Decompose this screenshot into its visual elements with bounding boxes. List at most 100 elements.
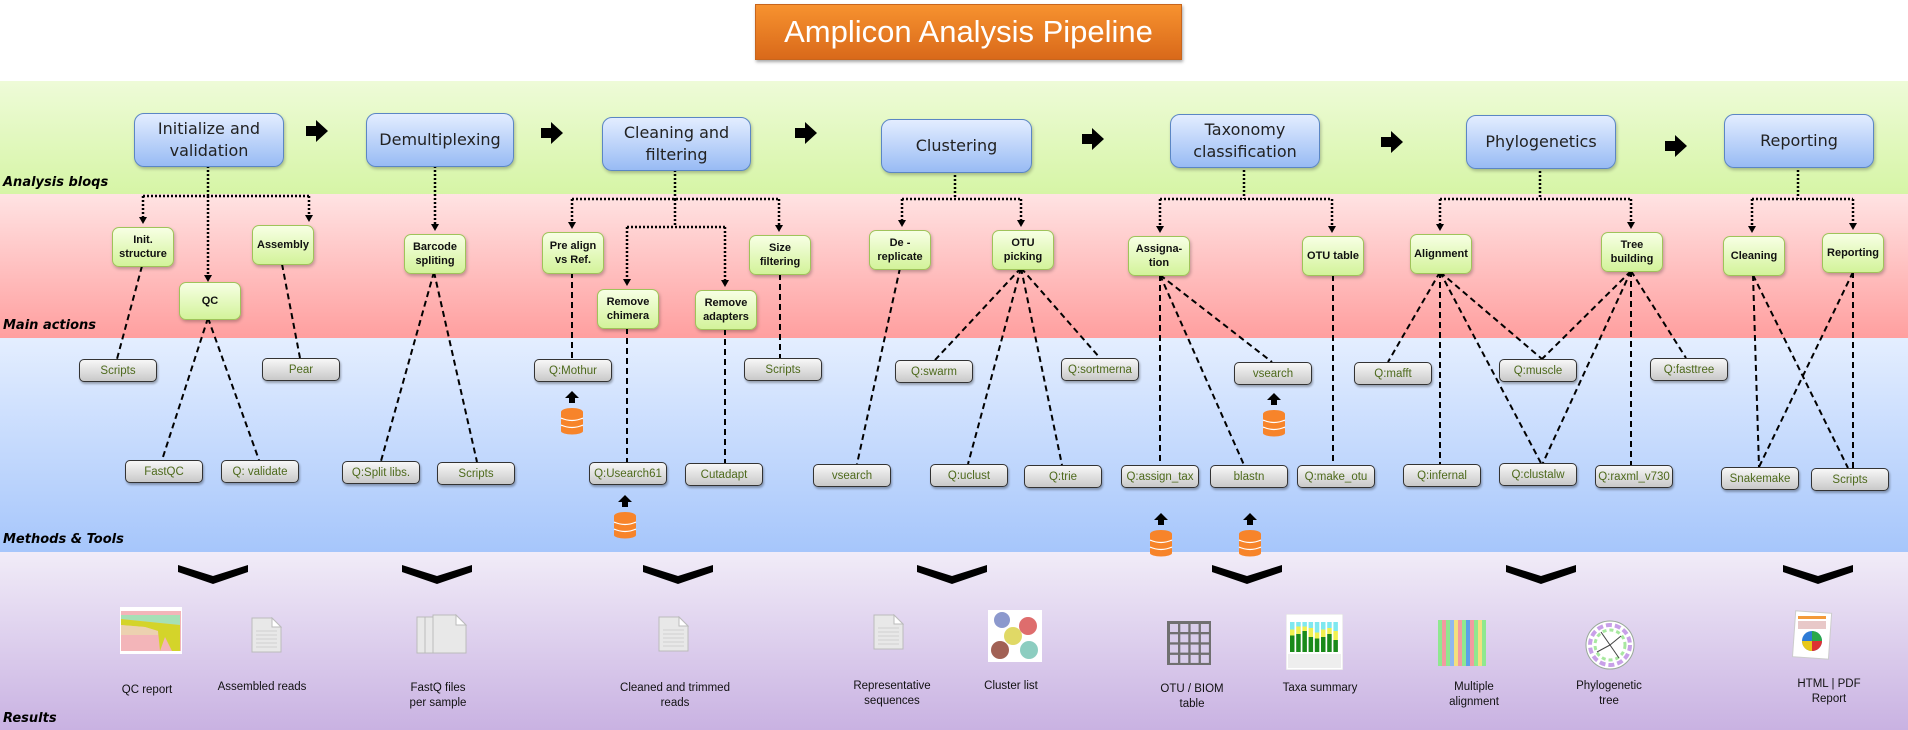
grid-cell: [1200, 624, 1209, 632]
tool-fastqc[interactable]: FastQC: [125, 460, 203, 483]
action-size-filtering[interactable]: Size filtering: [749, 235, 811, 275]
result-phylogenetic-tree: Phylogenetic tree: [1576, 680, 1642, 707]
dashed-connector: [1630, 270, 1687, 359]
tool-q-make-otu[interactable]: Q:make_otu: [1297, 465, 1375, 488]
result-fastq-files: FastQ files per sample: [409, 682, 467, 709]
taxa-bar-segment: [1321, 637, 1326, 652]
band-label-actions: Main actions: [3, 318, 97, 333]
arrowhead: [204, 275, 212, 282]
action-otu-table[interactable]: OTU table: [1302, 236, 1364, 276]
action-assignation[interactable]: Assigna- tion: [1128, 236, 1190, 276]
tool-scripts-size[interactable]: Scripts: [744, 358, 822, 381]
action-otu-picking[interactable]: OTU picking: [992, 230, 1054, 270]
action-barcode-spliting[interactable]: Barcode spliting: [404, 234, 466, 274]
tool-q-usearch61[interactable]: Q:Usearch61: [589, 462, 667, 485]
dashed-connector: [967, 267, 1022, 465]
taxa-bar-segment: [1308, 622, 1314, 628]
action-tree-building[interactable]: Tree building: [1601, 232, 1663, 272]
grid-cell: [1190, 644, 1199, 653]
grid-cell: [1190, 654, 1199, 663]
grid-cell: [1170, 654, 1178, 663]
chevron-down-icon: [917, 562, 987, 590]
action-alignment[interactable]: Alignment: [1410, 234, 1472, 274]
database-icon: [560, 391, 584, 437]
bloq-initialize-validation[interactable]: Initialize and validation: [134, 113, 284, 167]
database-icon: [1262, 393, 1286, 439]
tool-cutadapt[interactable]: Cutadapt: [685, 463, 763, 486]
tool-scripts-report[interactable]: Scripts: [1811, 468, 1889, 491]
tool-q-infernal[interactable]: Q:infernal: [1403, 464, 1481, 487]
arrowhead: [1156, 226, 1164, 233]
band-label-results: Results: [3, 711, 57, 726]
action-remove-chimera[interactable]: Remove chimera: [597, 289, 659, 329]
taxa-bar-segment: [1302, 622, 1307, 627]
tool-q-mafft[interactable]: Q:mafft: [1354, 362, 1432, 385]
result-qc-report: QC report: [121, 684, 173, 696]
taxa-bar-segment: [1302, 626, 1307, 631]
tool-q-split-libs[interactable]: Q:Split libs.: [342, 461, 420, 484]
action-init-structure[interactable]: Init. structure: [112, 227, 174, 267]
arrowhead: [1436, 224, 1444, 231]
tool-q-uclust[interactable]: Q:uclust: [930, 464, 1008, 487]
dashed-connector: [1020, 267, 1063, 466]
bloq-taxonomy-classification[interactable]: Taxonomy classification: [1170, 114, 1320, 168]
alignment-column: [1450, 620, 1454, 666]
tool-q-assign-tax[interactable]: Q:assign_tax: [1121, 465, 1199, 488]
tool-q-muscle[interactable]: Q:muscle: [1499, 359, 1577, 382]
taxa-bar-segment: [1321, 629, 1326, 637]
action-reporting[interactable]: Reporting: [1822, 233, 1884, 273]
action-assembly[interactable]: Assembly: [252, 225, 314, 265]
bloq-demultiplexing[interactable]: Demultiplexing: [366, 113, 514, 167]
arrowhead: [1627, 222, 1635, 229]
arrowhead: [1328, 226, 1336, 233]
dashed-connector: [1752, 274, 1760, 468]
taxa-bar-segment: [1314, 632, 1320, 639]
tool-scripts-demux[interactable]: Scripts: [437, 462, 515, 485]
tool-vsearch-derep[interactable]: vsearch: [813, 464, 891, 487]
bloq-phylogenetics[interactable]: Phylogenetics: [1466, 115, 1616, 169]
tool-scripts-init[interactable]: Scripts: [79, 359, 157, 382]
tool-q-mothur[interactable]: Q:Mothur: [534, 359, 612, 382]
tool-q-trie[interactable]: Q:trie: [1024, 465, 1102, 488]
flow-arrow-right-icon: [795, 122, 817, 148]
tool-q-raxml[interactable]: Q:raxml_v730: [1595, 465, 1673, 488]
dashed-connector: [934, 267, 1022, 361]
tool-snakemake[interactable]: Snakemake: [1721, 467, 1799, 490]
action-remove-adapters[interactable]: Remove adapters: [695, 290, 757, 330]
action-cleaning[interactable]: Cleaning: [1723, 236, 1785, 276]
dashed-connector: [380, 271, 435, 462]
taxa-bar-segment: [1308, 637, 1314, 652]
tool-q-clustalw[interactable]: Q:clustalw: [1499, 463, 1577, 486]
alignment-column: [1474, 620, 1478, 666]
arrowhead: [1849, 223, 1857, 230]
bloq-clustering[interactable]: Clustering: [881, 119, 1032, 173]
taxa-bar-segment: [1327, 622, 1332, 628]
tool-vsearch-assign[interactable]: vsearch: [1234, 362, 1312, 385]
grid-cell: [1190, 634, 1199, 643]
dashed-connector: [116, 265, 143, 360]
tool-q-fasttree[interactable]: Q:fasttree: [1650, 358, 1728, 381]
document-icon: [658, 616, 689, 652]
action-pre-align[interactable]: Pre align vs Ref.: [542, 232, 604, 274]
tool-q-validate[interactable]: Q: validate: [221, 460, 299, 483]
alignment-column: [1462, 620, 1466, 666]
action-de-replicate[interactable]: De - replicate: [869, 230, 931, 270]
tool-q-swarm[interactable]: Q:swarm: [895, 360, 973, 383]
action-qc[interactable]: QC: [179, 282, 241, 320]
band-label-tools: Methods & Tools: [3, 532, 124, 547]
bloq-reporting[interactable]: Reporting: [1724, 114, 1874, 168]
taxa-bar-segment: [1290, 622, 1295, 630]
dashed-connector: [207, 317, 260, 461]
alignment-column: [1442, 620, 1446, 666]
circular-tree-thumbnail: [1585, 620, 1635, 670]
result-cluster-list: Cluster list: [984, 680, 1038, 692]
tool-blastn[interactable]: blastn: [1210, 465, 1288, 488]
tool-q-sortmerna[interactable]: Q:sortmerna: [1061, 358, 1139, 381]
taxa-bar-segment: [1302, 631, 1307, 652]
result-multiple-alignment: Multiple alignment: [1449, 681, 1499, 708]
tool-pear[interactable]: Pear: [262, 358, 340, 381]
dashed-connector: [1541, 270, 1632, 360]
bloq-cleaning-filtering[interactable]: Cleaning and filtering: [602, 117, 751, 171]
chevron-down-icon: [178, 562, 248, 590]
grid-cell: [1200, 654, 1209, 663]
